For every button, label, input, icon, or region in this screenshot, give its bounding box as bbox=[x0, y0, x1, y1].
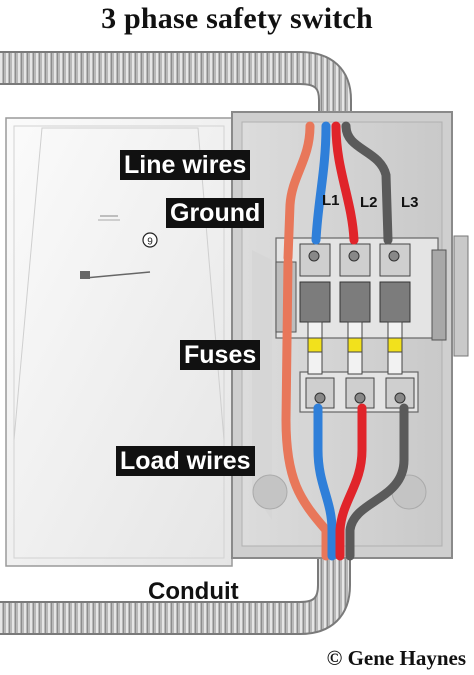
switch-block bbox=[275, 235, 469, 357]
phase-label-l3: L3 bbox=[401, 194, 419, 211]
phase-label-l1: L1 bbox=[322, 192, 340, 209]
fuses bbox=[307, 321, 403, 375]
load-wires-label: Load wires bbox=[116, 446, 255, 476]
l3-load-wire bbox=[345, 403, 409, 561]
line-wires-label: Line wires bbox=[120, 150, 251, 180]
door-badge: 9 bbox=[142, 232, 158, 248]
bottom-conduit bbox=[0, 552, 351, 635]
l2-load-wire bbox=[335, 403, 367, 561]
diagram-title: 3 phase safety switch bbox=[101, 2, 373, 35]
l2-line-wire bbox=[331, 121, 359, 245]
ground-wire-top bbox=[283, 121, 315, 263]
door-badge-text: 9 bbox=[147, 237, 153, 248]
ground-wire-bottom bbox=[281, 257, 331, 561]
phase-label-l2: L2 bbox=[360, 194, 378, 211]
fuse-l3 bbox=[387, 321, 403, 375]
l1-load-wire bbox=[313, 403, 337, 561]
copyright-notice: © Gene Haynes bbox=[326, 646, 466, 670]
fuses-label: Fuses bbox=[180, 340, 261, 370]
top-conduit bbox=[0, 51, 352, 122]
line-wires bbox=[283, 121, 393, 263]
ground-label: Ground bbox=[166, 198, 265, 228]
load-wires bbox=[281, 257, 409, 561]
conduit-label: Conduit bbox=[148, 578, 239, 605]
l1-line-wire bbox=[311, 121, 331, 245]
fuse-l1 bbox=[307, 321, 323, 375]
fuse-l2 bbox=[347, 321, 363, 375]
l3-line-wire bbox=[341, 121, 393, 245]
